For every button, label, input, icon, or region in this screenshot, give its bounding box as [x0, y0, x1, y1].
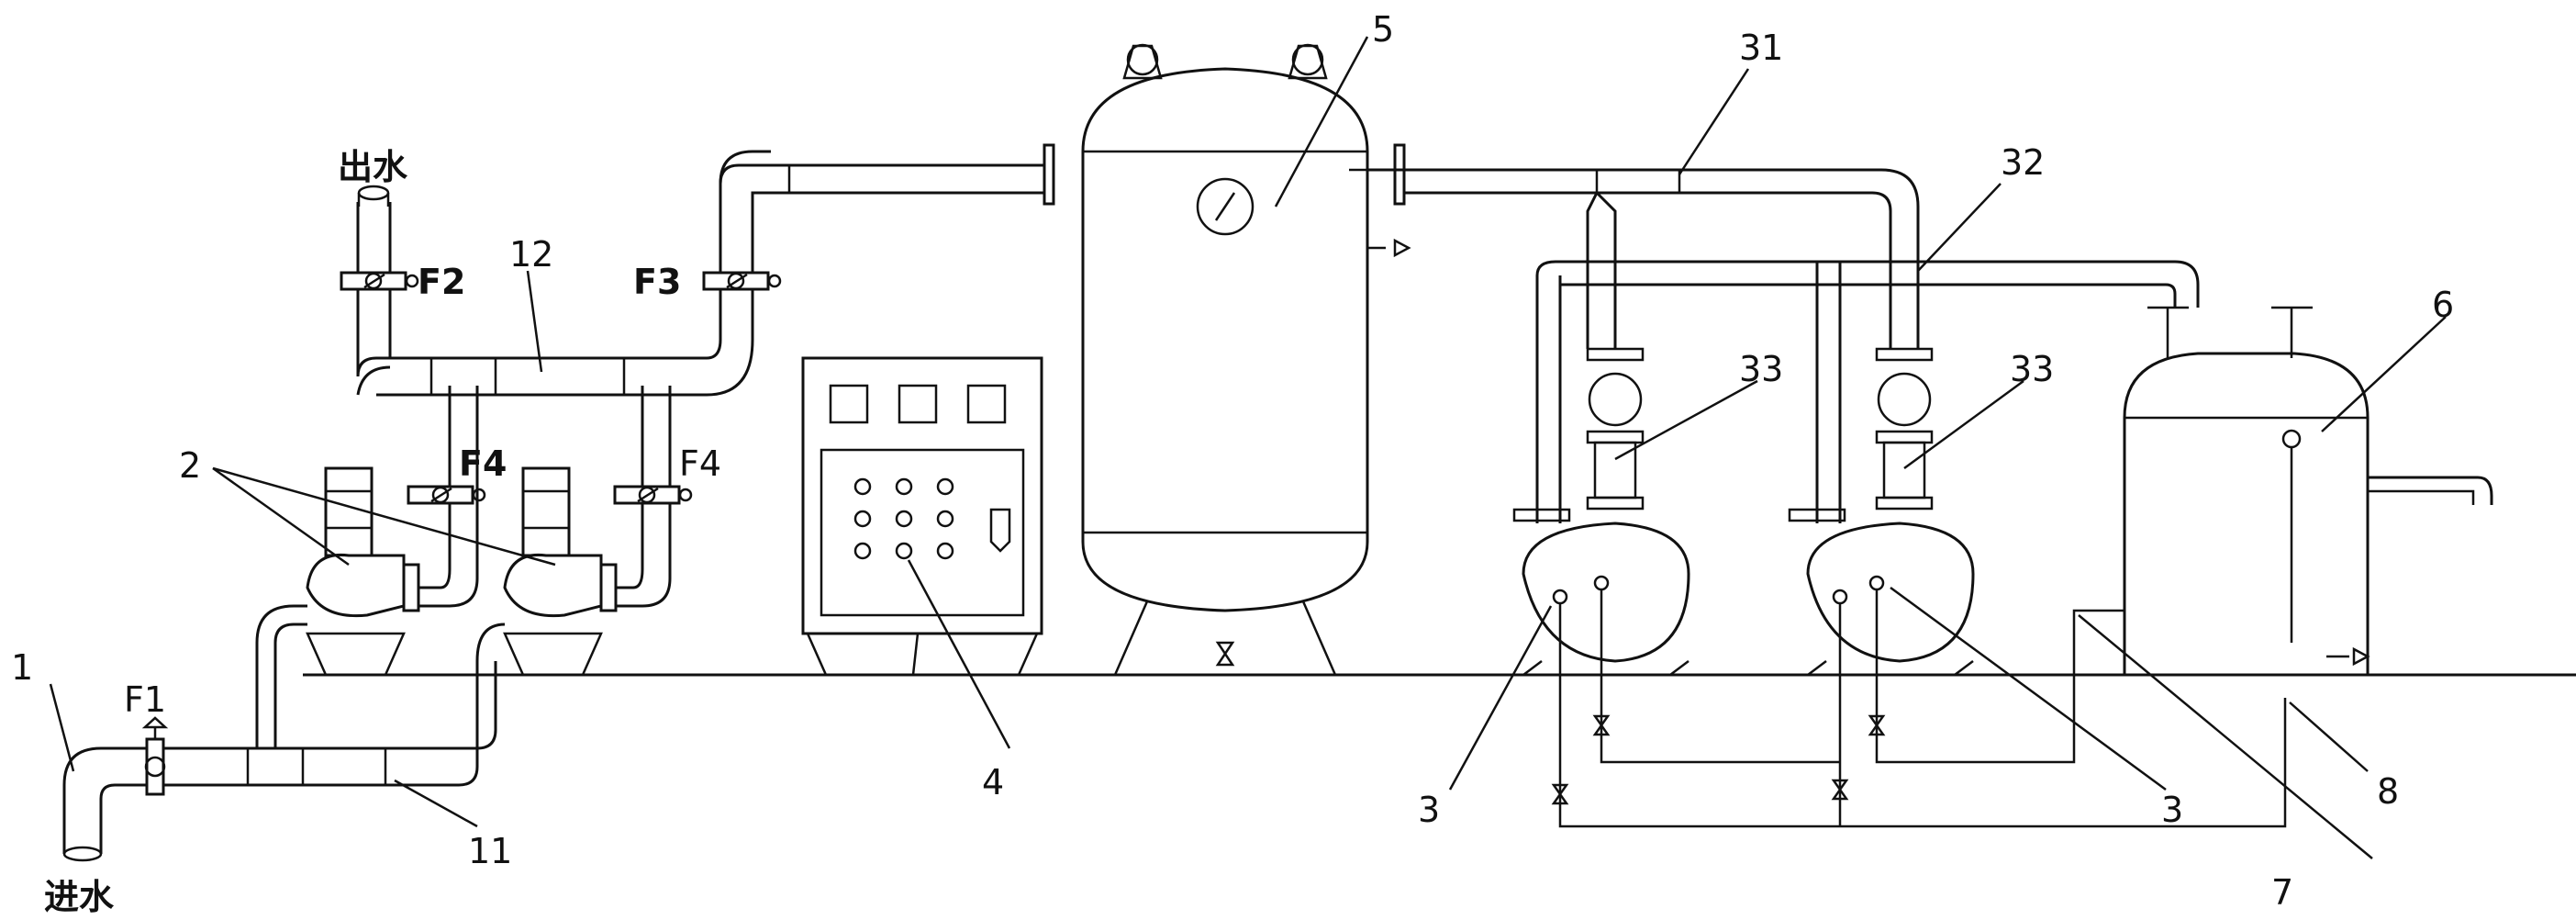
vacuum-pump-left	[1512, 347, 1690, 676]
vacuum-pump-right	[1788, 347, 1975, 676]
water-tank	[2123, 306, 2493, 677]
pipe-32	[1535, 260, 2200, 523]
pressure-tank	[1081, 43, 1411, 676]
valve-f4-left[interactable]	[407, 485, 486, 505]
valve-f3[interactable]	[702, 271, 782, 291]
outlet-pipe	[357, 185, 390, 207]
label-4: 4	[982, 762, 1004, 802]
label-6: 6	[2432, 285, 2454, 325]
valve-f1[interactable]	[141, 716, 169, 796]
label-33-right: 33	[2010, 349, 2054, 389]
leader-lines	[49, 36, 2447, 859]
label-11: 11	[468, 831, 512, 871]
suction-header-11	[163, 604, 497, 787]
label-f3: F3	[633, 262, 681, 302]
tank-feed-pipe	[719, 143, 1055, 340]
label-1: 1	[11, 647, 33, 688]
label-5: 5	[1372, 9, 1394, 50]
label-3-left: 3	[1418, 790, 1440, 830]
label-water-out: 出水	[338, 147, 408, 187]
label-3-right: 3	[2161, 790, 2183, 830]
label-f2: F2	[418, 262, 465, 302]
label-f1: F1	[124, 679, 166, 720]
label-water-in: 进水	[44, 877, 115, 917]
valve-f2[interactable]	[340, 271, 419, 291]
riser-left	[418, 386, 479, 608]
inlet-pipe	[62, 746, 151, 862]
label-12: 12	[509, 234, 553, 275]
label-33-left: 33	[1739, 349, 1783, 389]
label-31: 31	[1739, 28, 1783, 68]
valve-f4-right[interactable]	[613, 485, 693, 505]
riser-right	[616, 386, 672, 608]
pipe-31	[1349, 143, 1920, 349]
booster-pump-right	[475, 466, 618, 677]
label-7: 7	[2271, 872, 2293, 913]
label-2: 2	[179, 445, 201, 486]
label-32: 32	[2001, 142, 2045, 183]
label-f4-right: F4	[679, 443, 721, 484]
vacuum-lines	[1551, 589, 2287, 828]
control-cabinet	[801, 356, 1043, 676]
label-f4-left: F4	[459, 443, 507, 484]
label-8: 8	[2377, 771, 2399, 812]
